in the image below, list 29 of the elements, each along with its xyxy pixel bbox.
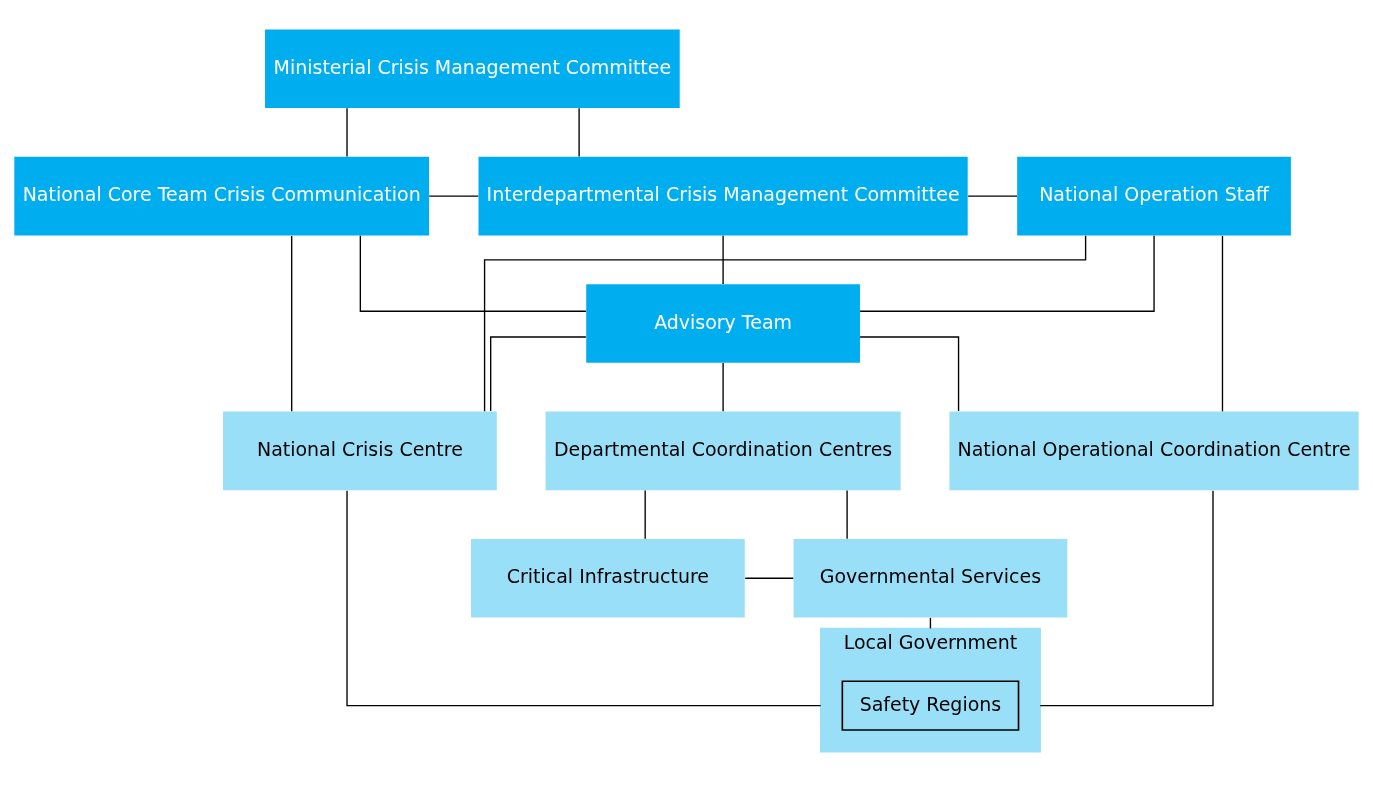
node-box: Departmental Coordination Centres bbox=[545, 411, 901, 491]
node-box: Safety Regions bbox=[841, 680, 1020, 731]
node-box: National Operation Staff bbox=[1017, 156, 1291, 236]
node-box: Ministerial Crisis Management Committee bbox=[265, 29, 680, 108]
connector bbox=[744, 577, 794, 579]
connector bbox=[291, 235, 293, 413]
connector bbox=[967, 195, 1018, 197]
connector bbox=[644, 489, 646, 540]
node-box: Governmental Services bbox=[793, 538, 1068, 618]
node-box: Interdepartmental Crisis Management Committee bbox=[478, 156, 968, 236]
connector bbox=[490, 336, 587, 412]
connector bbox=[846, 489, 848, 540]
connector bbox=[483, 235, 1087, 412]
connector bbox=[722, 235, 724, 285]
connector bbox=[359, 235, 587, 312]
node-box: Advisory Team bbox=[586, 284, 860, 363]
connector bbox=[1039, 490, 1214, 707]
connector bbox=[346, 490, 822, 707]
connector bbox=[859, 235, 1155, 312]
connector bbox=[859, 336, 960, 412]
node-box: National Core Team Crisis Communication bbox=[14, 156, 429, 236]
connector bbox=[1221, 235, 1224, 413]
connector bbox=[578, 107, 580, 158]
node-box: National Operational Coordination Centre bbox=[949, 411, 1359, 491]
connector bbox=[722, 362, 724, 412]
node-box: National Crisis Centre bbox=[223, 411, 497, 491]
connector bbox=[346, 107, 348, 158]
connector bbox=[428, 195, 479, 197]
node-box: Critical Infrastructure bbox=[471, 538, 745, 618]
